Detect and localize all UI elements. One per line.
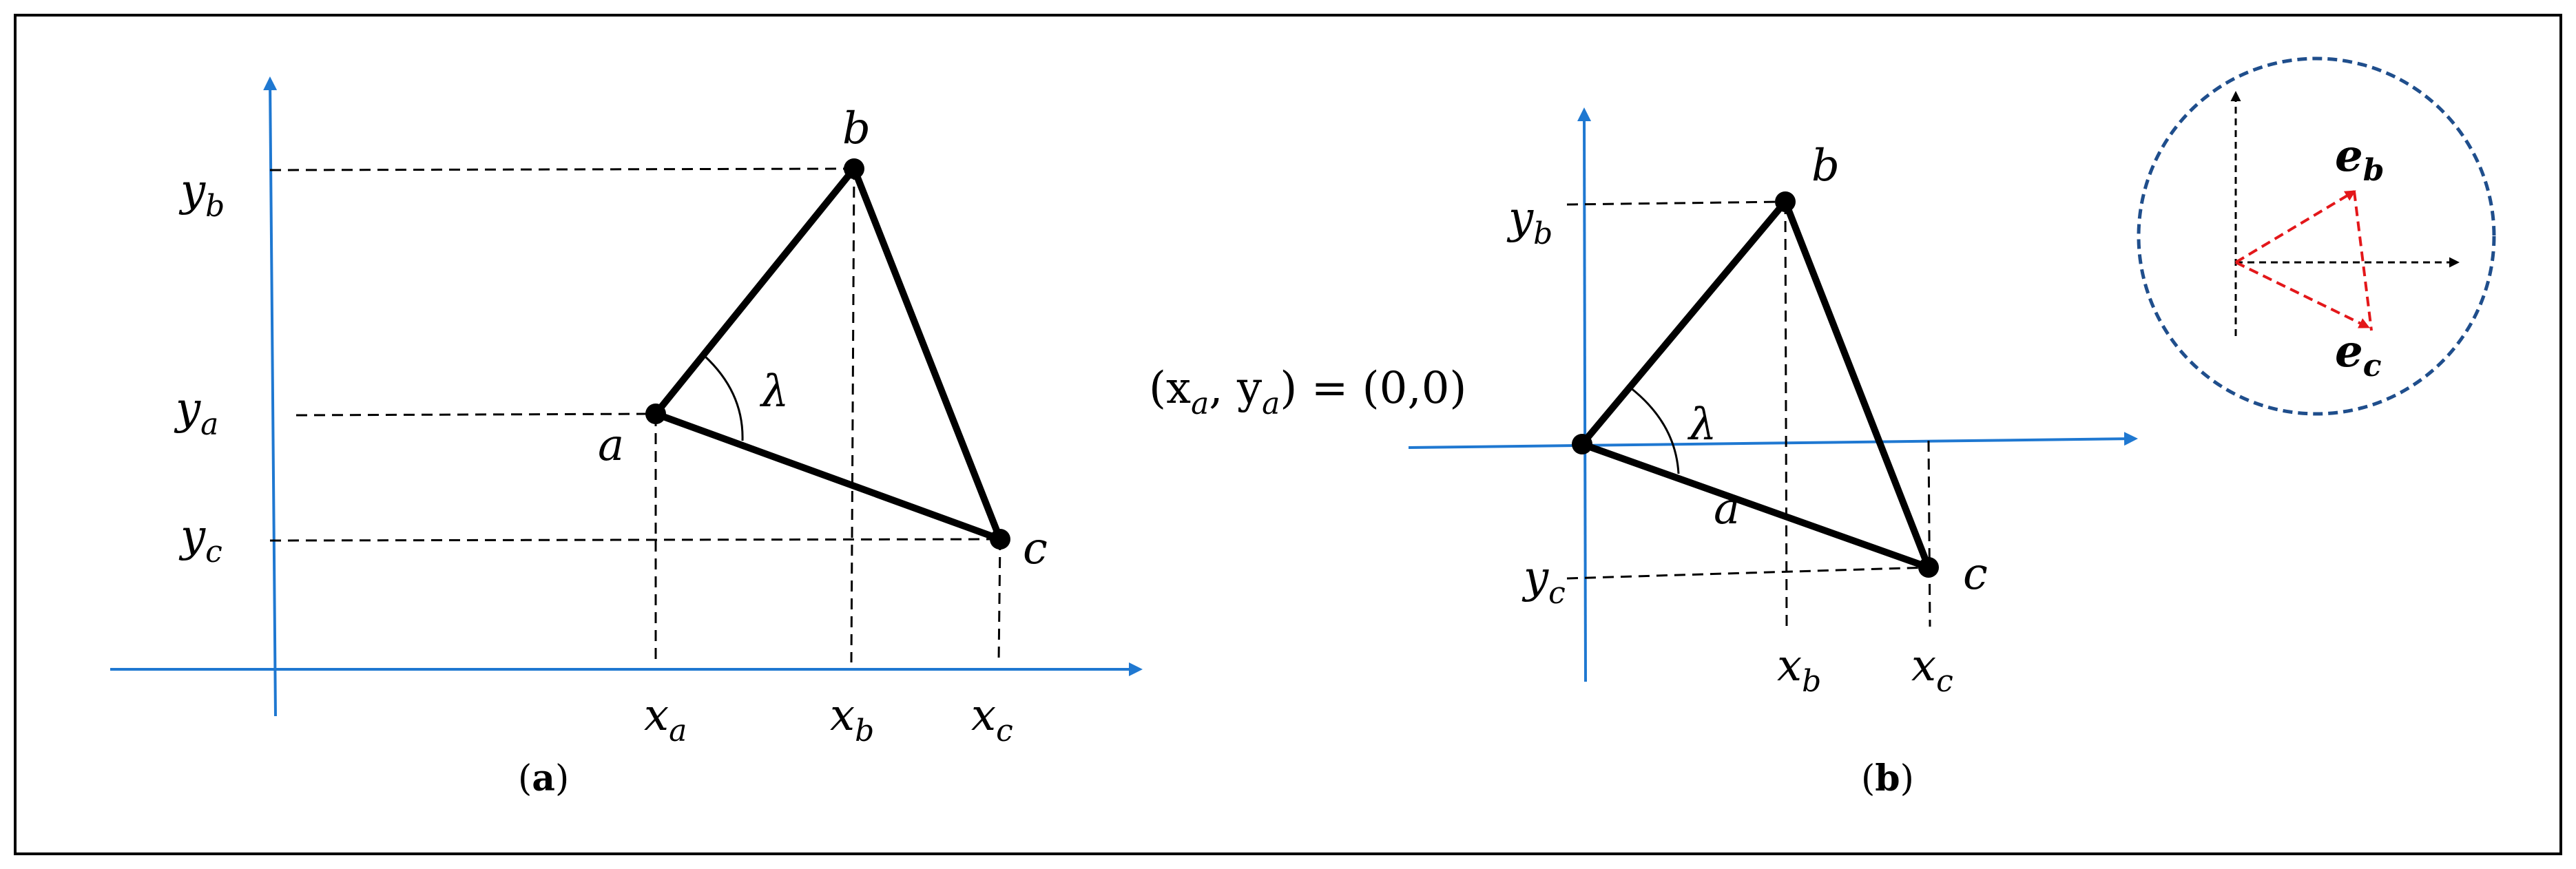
panel-b-label-c: c [1963, 549, 1988, 600]
panel-a-label-c: c [1023, 523, 1048, 574]
panel-a-tick-xb: xb [830, 690, 874, 748]
panel-b-label-a: a [1714, 483, 1740, 534]
panel-a-label-a: a [598, 420, 624, 471]
panel-b-guide-xc [1927, 440, 1931, 627]
panel-a-angle-arc [703, 355, 744, 441]
panel-b-caption: (b) [1861, 757, 1914, 799]
panel-a-guide-ya [295, 412, 654, 417]
panel-a-tick-xc: xc [971, 690, 1013, 748]
vector-eb-arrow [2234, 190, 2356, 264]
panel-b-origin-label: (xa, ya) = (0,0) [1149, 363, 1466, 421]
figure-frame [14, 14, 2562, 855]
panel-b-x-axis [1408, 432, 2138, 449]
panel-b-tick-xb: xb [1777, 640, 1821, 699]
vector-difference-line [2353, 191, 2373, 331]
inset-circle [2137, 56, 2496, 416]
panel-a-tick-ya: ya [174, 384, 218, 442]
panel-b-guide-yc [1566, 566, 1929, 580]
panel-a-tick-yb: yb [178, 165, 225, 224]
panel-a-tick-xa: xa [644, 690, 687, 748]
panel-a-point-c [990, 529, 1010, 549]
panel-a-point-b [844, 158, 864, 179]
panel-a-label-b: b [842, 103, 871, 154]
panel-b-tick-yc: yc [1521, 552, 1566, 611]
panel-a: a b c λ yb ya yc xa xb xc (a) [110, 76, 1143, 799]
panel-a-guide-xb [850, 168, 855, 663]
panel-b-tick-xc: xc [1911, 640, 1953, 699]
panel-b-tick-yb: yb [1506, 193, 1552, 251]
panel-a-caption: (a) [518, 757, 569, 799]
vector-ec-arrow [2235, 261, 2370, 328]
panel-b-point-b [1775, 191, 1796, 212]
panel-b-guide-yb [1566, 200, 1785, 206]
vector-inset: eb ec [2137, 56, 2496, 416]
panel-b-guide-xb [1784, 202, 1788, 631]
panel-a-guide-xc [997, 538, 1001, 663]
panel-b-point-a [1572, 434, 1592, 454]
panel-a-point-a [645, 404, 666, 424]
panel-b-label-b: b [1811, 140, 1840, 191]
panel-a-angle-label: λ [759, 366, 789, 417]
panel-a-guide-yb [269, 167, 855, 171]
panel-b-triangle [1579, 198, 1932, 571]
panel-b-point-c [1918, 557, 1939, 578]
panel-b-y-axis [1577, 107, 1592, 682]
panel-a-triangle [652, 165, 1004, 543]
vector-ec-label: ec [2335, 326, 2382, 384]
panel-b: a b c λ (xa, ya) = (0,0) yb yc xb xc (b) [1149, 107, 2138, 799]
panel-a-guide-yc [269, 538, 1001, 542]
panel-a-tick-yc: yc [178, 511, 222, 569]
vector-eb-label: eb [2335, 130, 2384, 188]
panel-b-angle-arc [1630, 386, 1680, 474]
panel-b-angle-label: λ [1687, 399, 1717, 450]
panel-a-y-axis [263, 76, 278, 717]
